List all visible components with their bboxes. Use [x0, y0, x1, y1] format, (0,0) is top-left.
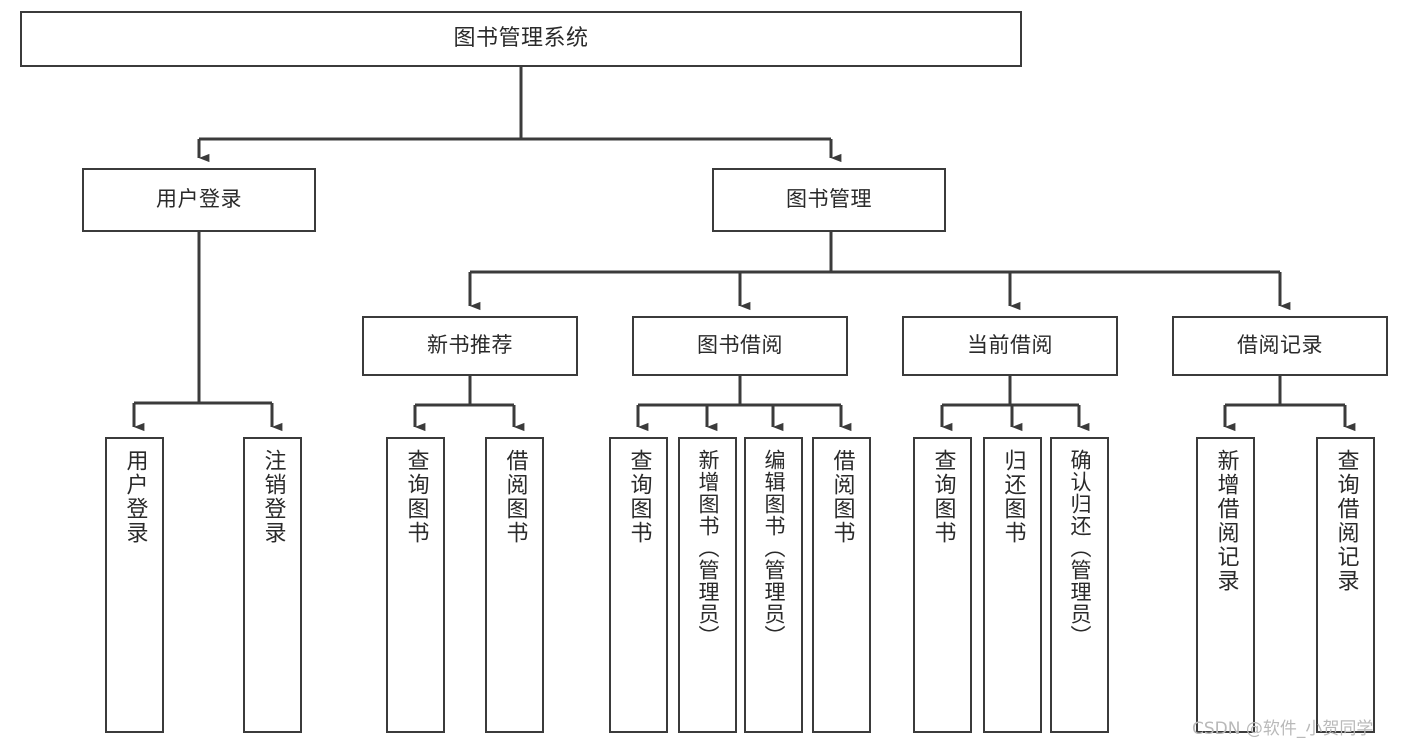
node-new-book-rec[interactable]: 新书推荐	[362, 316, 578, 376]
node-leaf-query-book-3-label: 查询图书	[930, 449, 956, 545]
node-leaf-borrow-book-1-label: 借阅图书	[502, 449, 528, 545]
node-user-login-label: 用户登录	[156, 187, 242, 212]
node-leaf-query-book-1-label: 查询图书	[403, 449, 429, 545]
node-leaf-add-book-label: 新增图书（管理员）	[696, 449, 720, 647]
node-book-manage-label: 图书管理	[786, 187, 872, 212]
node-book-borrow-label: 图书借阅	[697, 333, 783, 358]
node-borrow-record-label: 借阅记录	[1237, 333, 1323, 358]
node-leaf-query-book-2[interactable]: 查询图书	[609, 437, 668, 733]
node-current-borrow[interactable]: 当前借阅	[902, 316, 1118, 376]
node-root[interactable]: 图书管理系统	[20, 11, 1022, 67]
node-leaf-query-record[interactable]: 查询借阅记录	[1316, 437, 1375, 733]
node-leaf-add-record[interactable]: 新增借阅记录	[1196, 437, 1255, 733]
node-leaf-user-login[interactable]: 用户登录	[105, 437, 164, 733]
node-leaf-query-book-2-label: 查询图书	[626, 449, 652, 545]
node-leaf-query-record-label: 查询借阅记录	[1333, 449, 1359, 593]
node-leaf-query-book-3[interactable]: 查询图书	[913, 437, 972, 733]
node-borrow-record[interactable]: 借阅记录	[1172, 316, 1388, 376]
node-book-manage[interactable]: 图书管理	[712, 168, 946, 232]
watermark: CSDN @软件_小贺同学	[1192, 719, 1374, 739]
node-book-borrow[interactable]: 图书借阅	[632, 316, 848, 376]
node-leaf-borrow-book-2[interactable]: 借阅图书	[812, 437, 871, 733]
node-leaf-add-book[interactable]: 新增图书（管理员）	[678, 437, 737, 733]
node-leaf-logout[interactable]: 注销登录	[243, 437, 302, 733]
node-leaf-edit-book-label: 编辑图书（管理员）	[762, 449, 786, 647]
node-leaf-logout-label: 注销登录	[260, 449, 286, 545]
node-leaf-add-record-label: 新增借阅记录	[1213, 449, 1239, 593]
node-leaf-confirm-return-label: 确认归还（管理员）	[1068, 449, 1092, 647]
node-leaf-return-book-label: 归还图书	[1000, 449, 1026, 545]
node-new-book-rec-label: 新书推荐	[427, 333, 513, 358]
node-leaf-edit-book[interactable]: 编辑图书（管理员）	[744, 437, 803, 733]
node-user-login[interactable]: 用户登录	[82, 168, 316, 232]
node-leaf-borrow-book-1[interactable]: 借阅图书	[485, 437, 544, 733]
node-leaf-confirm-return[interactable]: 确认归还（管理员）	[1050, 437, 1109, 733]
node-leaf-borrow-book-2-label: 借阅图书	[829, 449, 855, 545]
node-leaf-return-book[interactable]: 归还图书	[983, 437, 1042, 733]
node-current-borrow-label: 当前借阅	[967, 333, 1053, 358]
node-leaf-query-book-1[interactable]: 查询图书	[386, 437, 445, 733]
node-leaf-user-login-label: 用户登录	[122, 449, 148, 545]
node-root-label: 图书管理系统	[453, 25, 589, 51]
